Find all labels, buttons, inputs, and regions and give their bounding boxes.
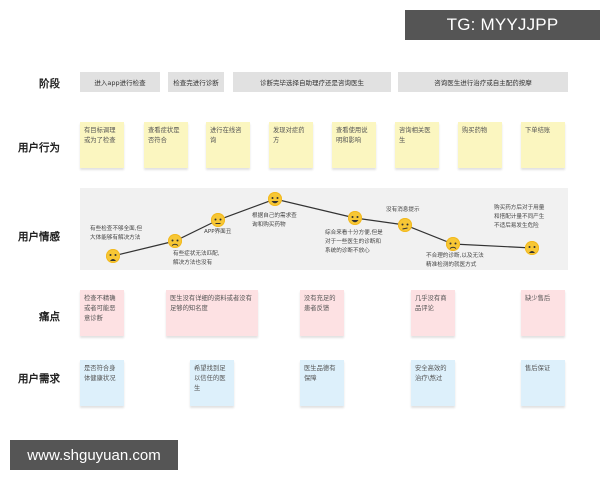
behavior-note: 咨询相关医生	[395, 122, 439, 168]
sad-face-icon	[446, 237, 460, 251]
row-label-behavior: 用户行为	[18, 142, 60, 154]
emotion-panel: 有些检查不够全面,但 大体能够有解决方法 有些症状无法匹配, 解决方法也没有 A…	[80, 188, 568, 270]
row-label-pain-points: 痛点	[39, 311, 60, 323]
row-label-emotion: 用户情感	[18, 231, 60, 243]
pain-point-note: 检查不精确或者可能恶意诊断	[80, 290, 124, 336]
pain-point-note: 医生没有详细的资料或者没有足够的知名度	[166, 290, 258, 336]
emotion-text: 综合来看十分方便,但是 对于一些医生的诊断和 系统的诊断不放心	[325, 230, 383, 254]
need-note: 医生品德有保障	[300, 360, 344, 406]
very-sad-face-icon	[106, 249, 120, 263]
watermark-url: www.shguyuan.com	[10, 440, 178, 470]
stage-4: 咨询医生进行治疗或自主配药按摩	[398, 72, 568, 92]
stage-1: 进入app进行检查	[80, 72, 160, 92]
emotion-text: 根据自己的需求查 询和购买药物	[252, 213, 297, 228]
emotion-curve	[112, 198, 533, 257]
row-label-stage: 阶段	[39, 78, 60, 90]
emotion-text: APP界面丑	[204, 229, 232, 235]
behavior-note: 购买药物	[458, 122, 502, 168]
stage-2: 检查完进行诊断	[168, 72, 224, 92]
neutral-face-icon	[398, 218, 412, 232]
need-note: 安全高效的治疗\熬过	[411, 360, 455, 406]
emotion-text: 有些症状无法匹配, 解决方法也没有	[173, 251, 220, 266]
need-note: 是否符合身体健康状况	[80, 360, 124, 406]
behavior-note: 发现对症药方	[269, 122, 313, 168]
behavior-note: 进行在线咨询	[206, 122, 250, 168]
behavior-note: 下单结账	[521, 122, 565, 168]
stage-3: 诊断完毕选择自助理疗还是咨询医生	[233, 72, 391, 92]
behavior-note: 有目标调理或为了检查	[80, 122, 124, 168]
watermark-tg: TG: MYYJJPP	[405, 10, 600, 40]
sad-face-icon	[168, 234, 182, 248]
need-note: 希望找到足以信任的医生	[190, 360, 234, 406]
pain-point-note: 缺少售后	[521, 290, 565, 336]
emotion-text: 有些检查不够全面,但 大体能够有解决方法	[90, 226, 143, 241]
pain-point-note: 几乎没有商品评论	[411, 290, 455, 336]
behavior-note: 查看症状是否符合	[144, 122, 188, 168]
happy-face-icon	[268, 192, 282, 206]
happy-face-icon	[348, 211, 362, 225]
pain-point-note: 没有充足的患者反馈	[300, 290, 344, 336]
behavior-note: 查看使用说明和影响	[332, 122, 376, 168]
need-note: 售后保证	[521, 360, 565, 406]
emotion-text: 没有消息提示	[386, 207, 420, 213]
emotion-text: 购买药方后对于用量 和搭配计量不同产生 不适后易发生危险	[494, 205, 545, 229]
very-sad-face-icon	[525, 241, 539, 255]
neutral-face-icon	[211, 213, 225, 227]
row-label-needs: 用户需求	[18, 373, 60, 385]
emotion-text: 不合理的诊断,以及无法 精准检测的就医方式	[426, 253, 484, 268]
